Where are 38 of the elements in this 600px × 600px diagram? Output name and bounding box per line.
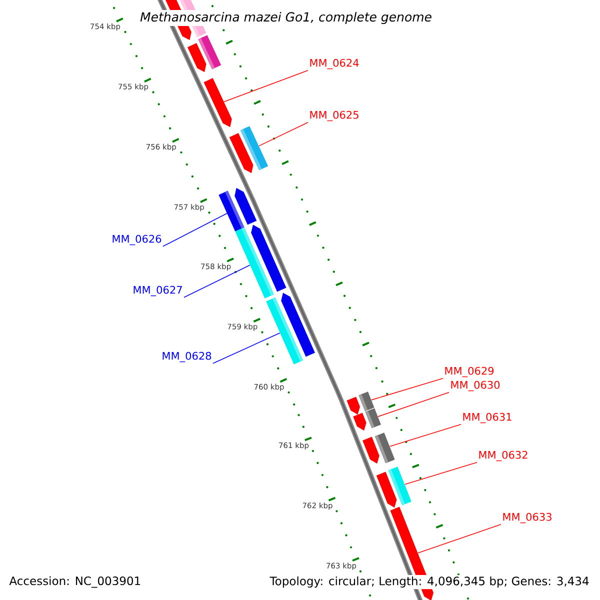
gene-feature [251,224,286,292]
gene-feature [204,78,232,128]
footer-text: Accession: NC_003901 [9,576,140,588]
leader-line [162,212,228,247]
leader-line [224,70,308,102]
leader-line [212,332,280,364]
gene-label: MM_0628 [162,352,212,362]
gene-feature [187,42,206,72]
leader-line [389,424,462,447]
gene-label: MM_0625 [310,110,358,122]
title: Methanosarcina mazei Go1, complete genome [138,10,434,26]
gene-feature [346,396,360,415]
leader-line [184,264,250,298]
gene-feature [234,188,257,225]
leader-line [378,392,450,417]
gene-box [365,408,381,428]
leader-line [371,378,444,400]
gene-feature [281,292,315,357]
gene-box [266,297,304,364]
gene-label: MM_0629 [445,366,494,378]
leader-line [418,524,502,554]
leader-line [258,122,308,146]
gene-box [358,392,374,412]
gene-feature [376,472,397,508]
gene-box [235,227,274,298]
gene-feature [362,436,380,464]
footer-text: Topology: circular; Length: 4,096,345 bp; Genes: 3,434 [268,574,591,590]
gene-label: MM_0624 [310,58,359,70]
gene-label: MM_0632 [479,450,528,462]
gene-feature [229,132,254,174]
gene-label: MM_0630 [451,380,500,392]
gene-feature [353,412,366,431]
gene-label: MM_0633 [503,512,552,524]
leader-line [404,462,478,485]
gene-label: MM_0631 [463,412,512,424]
gene-box [218,190,244,232]
gene-label: MM_0626 [112,234,162,246]
gene-label: MM_0627 [134,286,182,296]
